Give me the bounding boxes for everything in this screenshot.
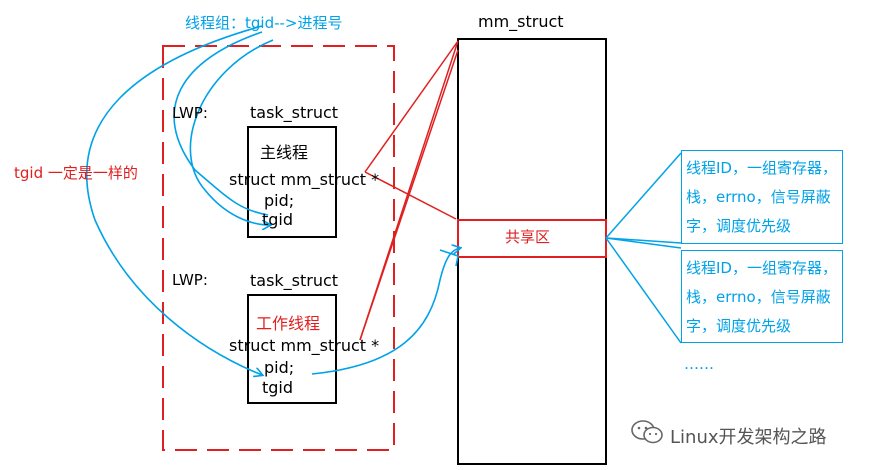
- task-struct-box-worker: [247, 294, 337, 404]
- mm-pointer-line-main-1: [364, 40, 459, 173]
- field-pid-main: pid;: [264, 191, 295, 210]
- private-data-line: 线程ID，一组寄存器，: [686, 259, 837, 277]
- thread-name-worker: 工作线程: [256, 314, 321, 333]
- private-data-line: 栈，errno，信号屏蔽: [686, 288, 831, 306]
- private-data-box-1: 线程ID，一组寄存器， 栈，errno，信号屏蔽 字，调度优先级: [681, 150, 843, 244]
- shared-to-private-line-3: [605, 237, 682, 249]
- shared-region-arrow: [311, 248, 460, 375]
- private-data-line: 字，调度优先级: [686, 217, 792, 235]
- tgid-arrow-worker: [85, 25, 262, 375]
- mm-struct-title: mm_struct: [478, 12, 564, 31]
- mm-pointer-line-main-2: [364, 171, 457, 220]
- task-struct-title-worker: task_struct: [250, 271, 339, 290]
- tgid-arrow-main: [189, 39, 274, 225]
- lwp-label-main: LWP:: [172, 104, 208, 122]
- shared-region-label: 共享区: [505, 228, 551, 246]
- lwp-label-worker: LWP:: [172, 271, 208, 289]
- private-data-line: 字，调度优先级: [686, 317, 792, 335]
- field-mm-worker: struct mm_struct *: [229, 336, 380, 355]
- shared-to-private-line-2: [605, 237, 682, 244]
- ellipsis-more: ……: [684, 355, 714, 373]
- field-pid-worker: pid;: [264, 358, 295, 377]
- field-mm-main: struct mm_struct *: [229, 170, 380, 189]
- private-data-line: 栈，errno，信号屏蔽: [686, 188, 831, 206]
- mm-pointer-line-worker-2: [359, 49, 459, 341]
- private-data-box-2: 线程ID，一组寄存器， 栈，errno，信号屏蔽 字，调度优先级: [681, 250, 843, 343]
- tgid-arrow-back: [173, 31, 269, 216]
- task-struct-box-main: [247, 126, 337, 238]
- shared-region-arrow-tail: [439, 249, 459, 267]
- watermark-text: Linux开发架构之路: [670, 427, 827, 448]
- task-struct-title-main: task_struct: [250, 103, 339, 122]
- shared-to-private-line-4: [605, 237, 682, 344]
- thread-group-dashed-box: [162, 45, 395, 451]
- thread-group-label: 线程组：tgid-->进程号: [185, 14, 343, 32]
- tgid-same-label: tgid 一定是一样的: [14, 164, 138, 182]
- private-data-line: 线程ID，一组寄存器，: [686, 159, 837, 177]
- field-tgid-worker: tgid: [262, 378, 294, 397]
- field-tgid-main: tgid: [262, 210, 294, 229]
- thread-name-main: 主线程: [260, 143, 309, 162]
- shared-to-private-line-1: [605, 152, 682, 239]
- wechat-icon: [631, 420, 663, 444]
- mm-struct-box: [457, 38, 607, 465]
